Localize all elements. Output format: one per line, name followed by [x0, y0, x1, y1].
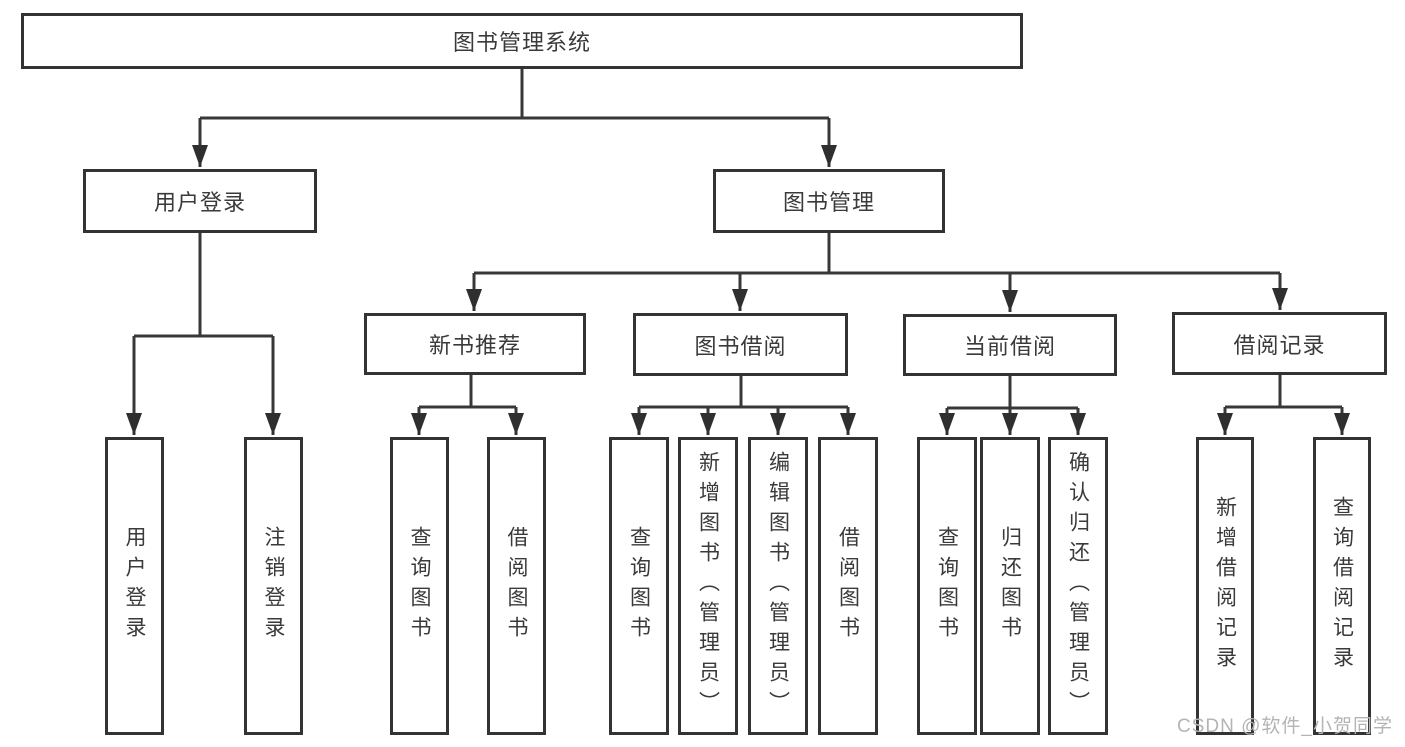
leaf-label: 查询借阅记录 [1330, 496, 1354, 676]
leaf-label: 查询图书 [627, 526, 651, 646]
leaf-add-book-admin: 新增图书（管理员） [678, 437, 738, 735]
node-user-login: 用户登录 [83, 169, 317, 233]
leaf-label: 新增图书（管理员） [696, 451, 720, 721]
leaf-query-books-borrow: 查询图书 [609, 437, 669, 735]
node-current-borrow: 当前借阅 [903, 314, 1117, 376]
leaf-label: 新增借阅记录 [1213, 496, 1237, 676]
leaf-label: 编辑图书（管理员） [766, 451, 790, 721]
node-label: 图书管理系统 [452, 30, 591, 55]
leaf-label: 注销登录 [262, 526, 285, 646]
node-label: 当前借阅 [963, 334, 1056, 359]
node-book-borrow: 图书借阅 [633, 313, 848, 376]
node-new-book-recommend: 新书推荐 [364, 313, 586, 375]
edges-borrow-records [1217, 374, 1350, 435]
leaf-label: 归还图书 [998, 526, 1022, 646]
leaf-label: 确认归还（管理员） [1066, 451, 1090, 721]
edges-new-book-recommend [411, 374, 524, 435]
leaf-label: 用户登录 [123, 526, 146, 646]
edges-book-borrow [631, 375, 856, 435]
node-label: 用户登录 [153, 190, 246, 215]
leaf-confirm-return-admin: 确认归还（管理员） [1048, 437, 1108, 735]
node-borrow-records: 借阅记录 [1172, 312, 1387, 375]
leaf-query-borrow-record: 查询借阅记录 [1313, 437, 1371, 735]
node-label: 图书管理 [782, 190, 875, 215]
leaf-return-book: 归还图书 [980, 437, 1040, 735]
leaf-query-books-current: 查询图书 [917, 437, 977, 735]
leaf-add-borrow-record: 新增借阅记录 [1196, 437, 1254, 735]
leaf-edit-book-admin: 编辑图书（管理员） [748, 437, 808, 735]
leaf-label: 借阅图书 [505, 526, 528, 646]
leaf-label: 借阅图书 [836, 526, 860, 646]
leaf-user-login: 用户登录 [105, 437, 164, 735]
edges-root [192, 69, 837, 167]
watermark: CSDN @软件_小贺同学 [1177, 716, 1393, 737]
node-system-root: 图书管理系统 [21, 13, 1023, 69]
edges-current-borrow [939, 375, 1086, 435]
leaf-query-books-recommend: 查询图书 [390, 437, 449, 735]
leaf-label: 查询图书 [935, 526, 959, 646]
leaf-label: 查询图书 [408, 526, 431, 646]
node-label: 图书借阅 [694, 333, 787, 359]
edges-book-management [466, 232, 1288, 312]
leaf-borrow-books-borrow: 借阅图书 [818, 437, 878, 735]
leaf-logout: 注销登录 [244, 437, 303, 735]
node-label: 借阅记录 [1233, 332, 1326, 358]
node-book-management: 图书管理 [713, 169, 945, 233]
leaf-borrow-books-recommend: 借阅图书 [487, 437, 546, 735]
edges-user-login [126, 231, 281, 435]
node-label: 新书推荐 [428, 333, 521, 358]
